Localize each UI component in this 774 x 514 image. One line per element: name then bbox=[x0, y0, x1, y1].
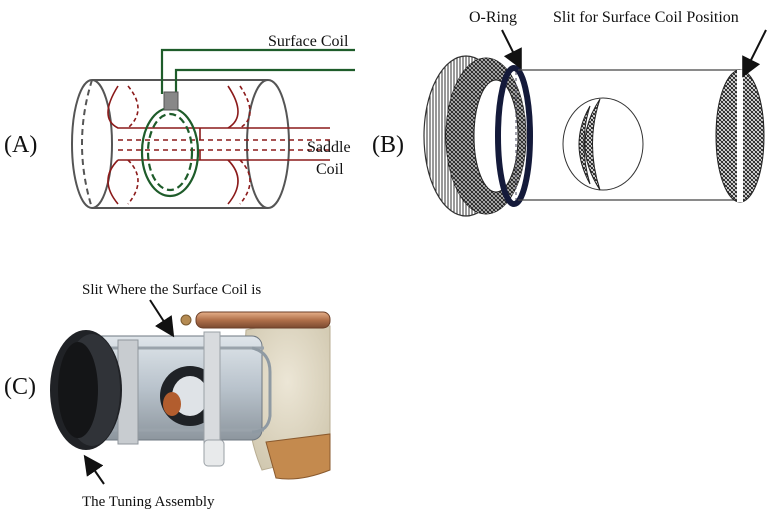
tuning-cap bbox=[423, 55, 527, 217]
slit-arrow-b bbox=[742, 29, 767, 78]
tuning-assembly-label: The Tuning Assembly bbox=[82, 494, 215, 510]
surface-coil-capacitor bbox=[163, 91, 179, 111]
slit-label-c: Slit Where the Surface Coil is bbox=[82, 282, 261, 298]
panel-c: (C) bbox=[4, 282, 331, 510]
probe-photo bbox=[46, 306, 331, 490]
panel-c-letter: (C) bbox=[4, 374, 36, 400]
panel-a-letter: (A) bbox=[4, 132, 37, 158]
tube-far-end bbox=[715, 69, 765, 203]
cylinder-a bbox=[71, 79, 290, 209]
saddle-coil-label-line2: Coil bbox=[316, 161, 344, 178]
panel-a: (A) bbox=[4, 33, 355, 209]
tube-window bbox=[562, 97, 644, 191]
panel-b-letter: (B) bbox=[372, 132, 404, 158]
slit-label-b: Slit for Surface Coil Position bbox=[553, 9, 739, 26]
tube-b bbox=[515, 69, 740, 201]
o-ring-label: O-Ring bbox=[469, 9, 517, 26]
o-ring-arrow bbox=[501, 29, 522, 70]
saddle-coil bbox=[107, 85, 330, 205]
surface-coil-label: Surface Coil bbox=[268, 33, 349, 50]
panel-b: (B) O-Ring Slit for Surface Coil bbox=[372, 9, 767, 217]
tuning-arrow bbox=[83, 454, 105, 485]
slit-arrow-c bbox=[149, 299, 175, 338]
saddle-coil-label-line1: Saddle bbox=[307, 139, 351, 156]
